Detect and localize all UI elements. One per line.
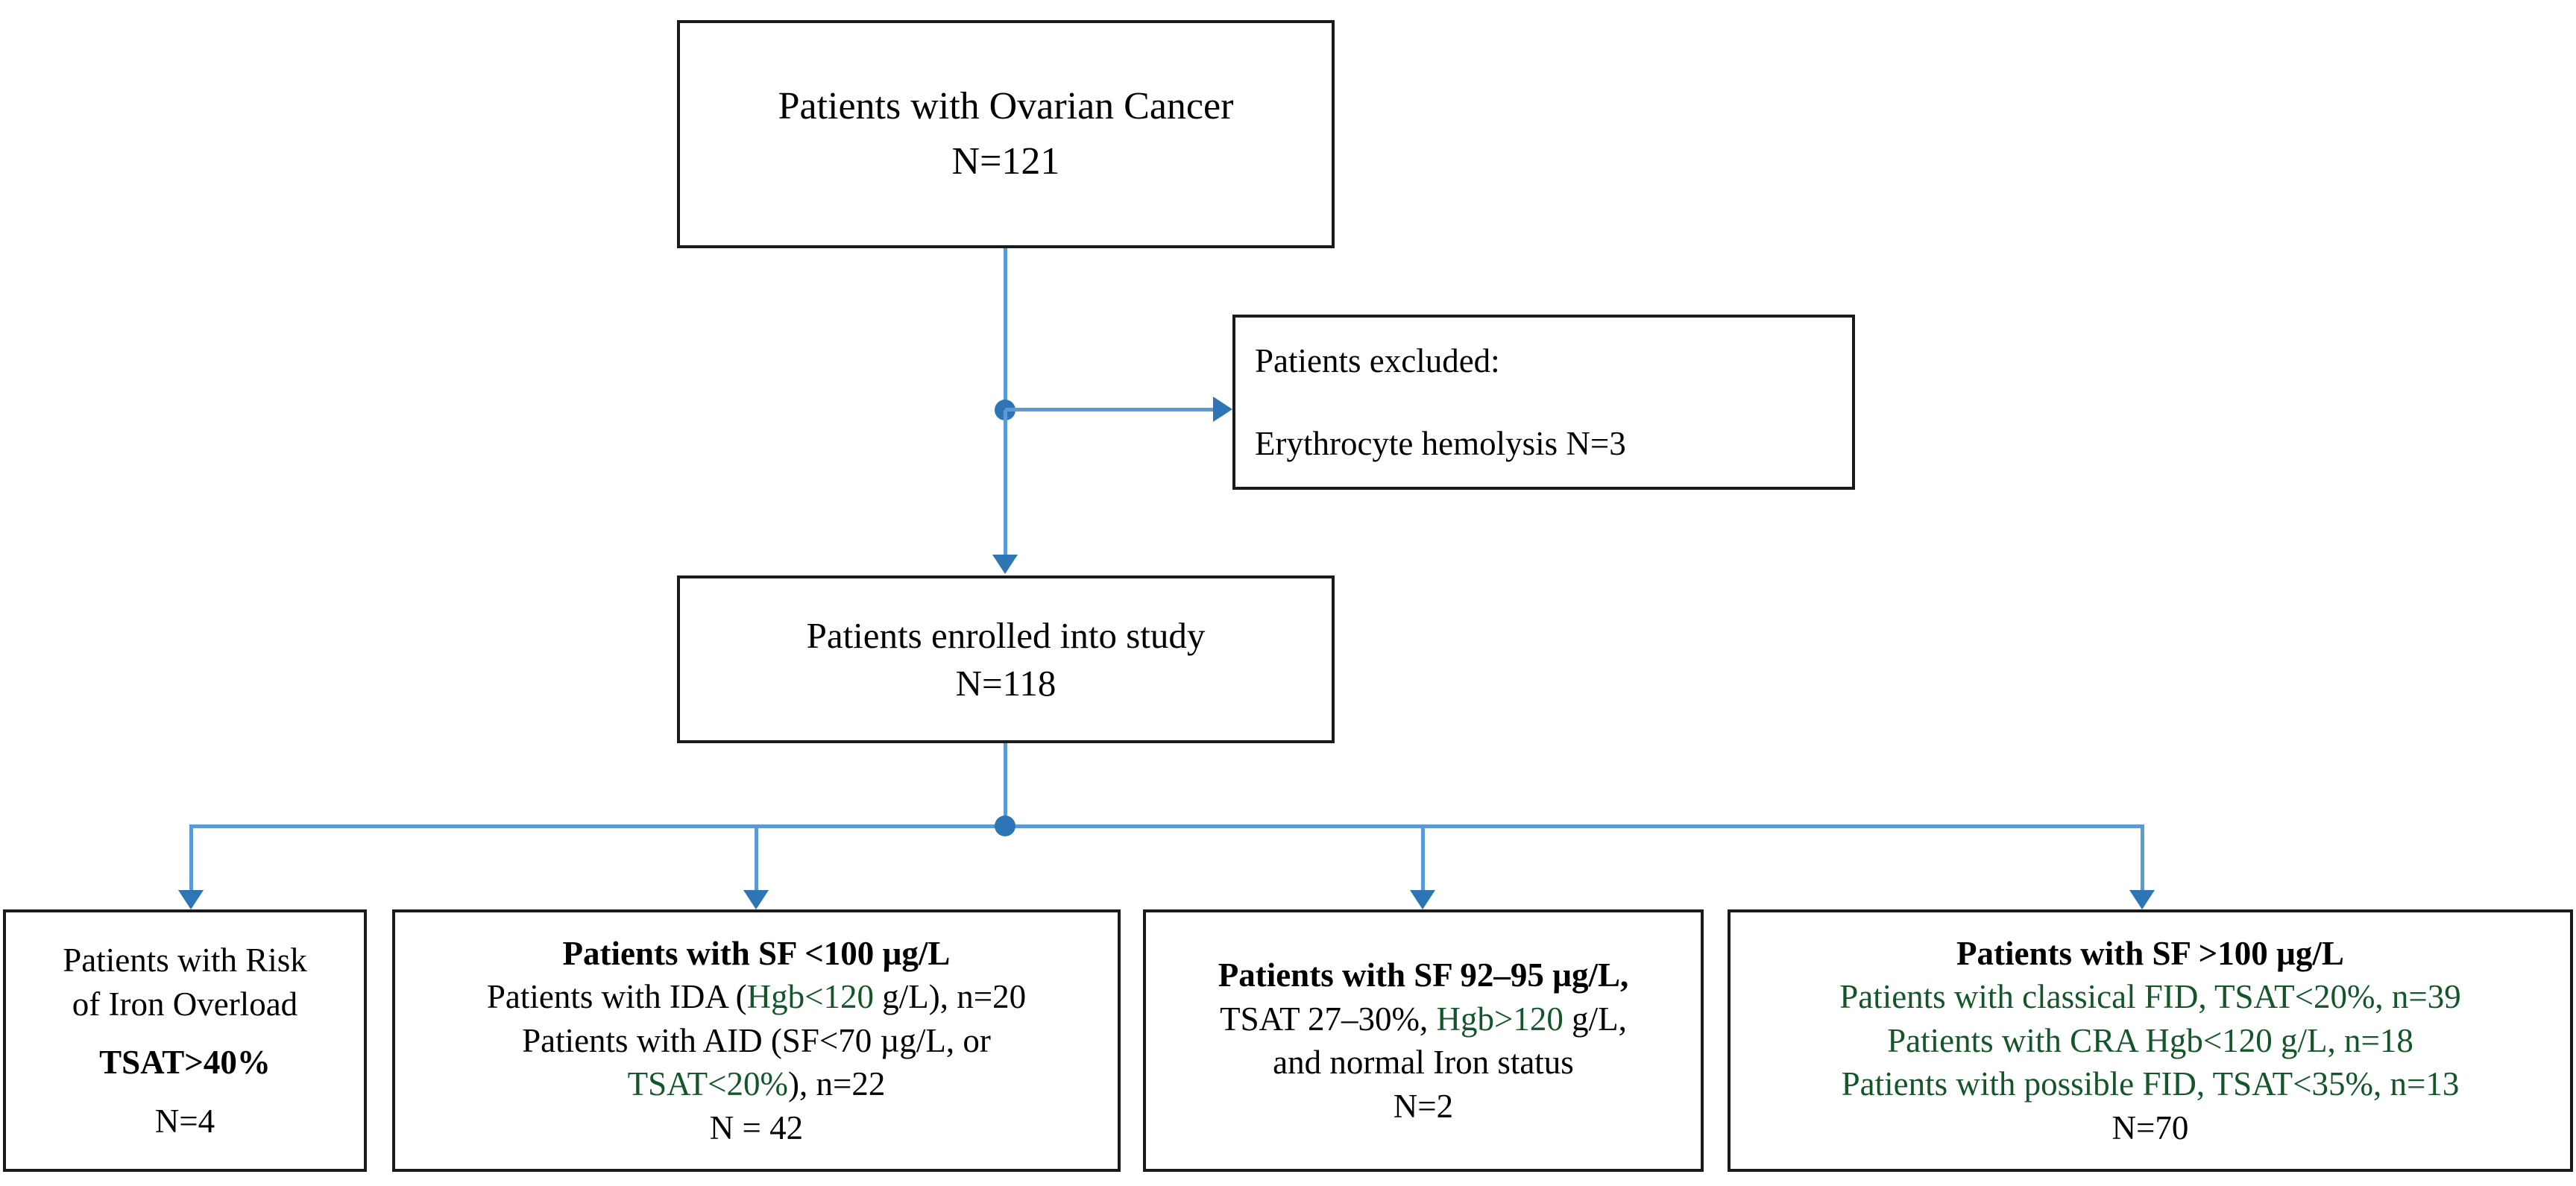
node-b2-line-2-part-c: g/L), n=20 [874, 978, 1027, 1016]
connector-junction-to-enrolled [1004, 410, 1007, 555]
arrow-down-icon-branch-2 [743, 890, 769, 909]
node-enrolled-line-2: N=118 [955, 662, 1056, 704]
node-b1-line-3: TSAT>40% [99, 1044, 271, 1081]
node-patients-excluded: Patients excluded: Erythrocyte hemolysis… [1232, 315, 1855, 490]
connector-enrolled-to-split [1004, 743, 1007, 827]
node-b2-line-5: N = 42 [709, 1108, 804, 1146]
node-b3-header: Patients with SF 92–95 µg/L, [1218, 956, 1629, 994]
node-b3-line-2-highlight: Hgb>120 [1436, 1000, 1563, 1038]
node-b2-line-2: Patients with IDA (Hgb<120 g/L), n=20 [395, 975, 1118, 1019]
node-b4-line-5: N=70 [2111, 1108, 2189, 1146]
node-b2-line-4-part-b: ), n=22 [788, 1065, 886, 1103]
node-b3-line-2-part-a: TSAT 27–30%, [1220, 1000, 1437, 1038]
node-excluded-line-1: Patients excluded: [1255, 342, 1500, 379]
node-b4-line-4: Patients with possible FID, TSAT<35%, n=… [1841, 1065, 2460, 1103]
node-excluded-spacer [1235, 383, 1852, 422]
node-b3-line-2: TSAT 27–30%, Hgb>120 g/L, [1146, 997, 1701, 1041]
node-b1-line-2: of Iron Overload [72, 985, 298, 1023]
node-b1-line-4: N=4 [154, 1102, 215, 1140]
node-b2-line-4-highlight: TSAT<20% [627, 1065, 788, 1103]
node-b2-line-4: TSAT<20%), n=22 [395, 1062, 1118, 1106]
node-branch-sf-under-100: Patients with SF <100 µg/L Patients with… [392, 909, 1121, 1172]
node-top-line-2: N=121 [951, 140, 1060, 183]
junction-dot-split [995, 816, 1015, 836]
connector-split-rail [191, 824, 2144, 828]
node-b2-header: Patients with SF <100 µg/L [562, 934, 951, 972]
node-b3-line-3: and normal Iron status [1273, 1044, 1574, 1081]
node-enrolled-line-1: Patients enrolled into study [806, 614, 1206, 656]
arrow-down-icon-branch-4 [2129, 890, 2155, 909]
node-b4-line-3: Patients with CRA Hgb<120 g/L, n=18 [1887, 1021, 2413, 1059]
node-b3-line-2-part-c: g/L, [1563, 1000, 1627, 1038]
node-branch-risk-iron-overload: Patients with Risk of Iron Overload TSAT… [3, 909, 367, 1172]
node-b2-line-2-highlight: Hgb<120 [746, 978, 874, 1016]
connector-top-to-junction [1004, 248, 1007, 410]
connector-branch-4 [2141, 824, 2144, 893]
node-top-line-1: Patients with Ovarian Cancer [778, 85, 1234, 128]
connector-branch-3 [1421, 824, 1425, 893]
node-branch-sf-92-95: Patients with SF 92–95 µg/L, TSAT 27–30%… [1143, 909, 1704, 1172]
node-branch-sf-over-100: Patients with SF >100 µg/L Patients with… [1728, 909, 2573, 1172]
node-excluded-line-2: Erythrocyte hemolysis N=3 [1255, 424, 1626, 462]
node-b4-line-2: Patients with classical FID, TSAT<20%, n… [1839, 978, 2461, 1016]
node-b4-header: Patients with SF >100 µg/L [1956, 934, 2344, 972]
node-b2-line-2-part-a: Patients with IDA ( [486, 978, 747, 1016]
arrow-down-icon-enrolled [992, 555, 1018, 574]
node-patients-enrolled: Patients enrolled into study N=118 [677, 575, 1335, 743]
node-b2-line-3: Patients with AID (SF<70 µg/L, or [522, 1021, 991, 1059]
arrow-down-icon-branch-1 [178, 890, 204, 909]
connector-junction-to-excluded [1005, 408, 1213, 411]
node-b3-line-4: N=2 [1393, 1087, 1454, 1125]
node-patients-with-ovarian-cancer: Patients with Ovarian Cancer N=121 [677, 20, 1335, 248]
arrow-down-icon-branch-3 [1410, 890, 1435, 909]
connector-branch-1 [189, 824, 193, 893]
connector-branch-2 [755, 824, 758, 893]
arrow-right-icon-excluded [1213, 397, 1232, 422]
node-b1-line-1: Patients with Risk [63, 941, 307, 979]
